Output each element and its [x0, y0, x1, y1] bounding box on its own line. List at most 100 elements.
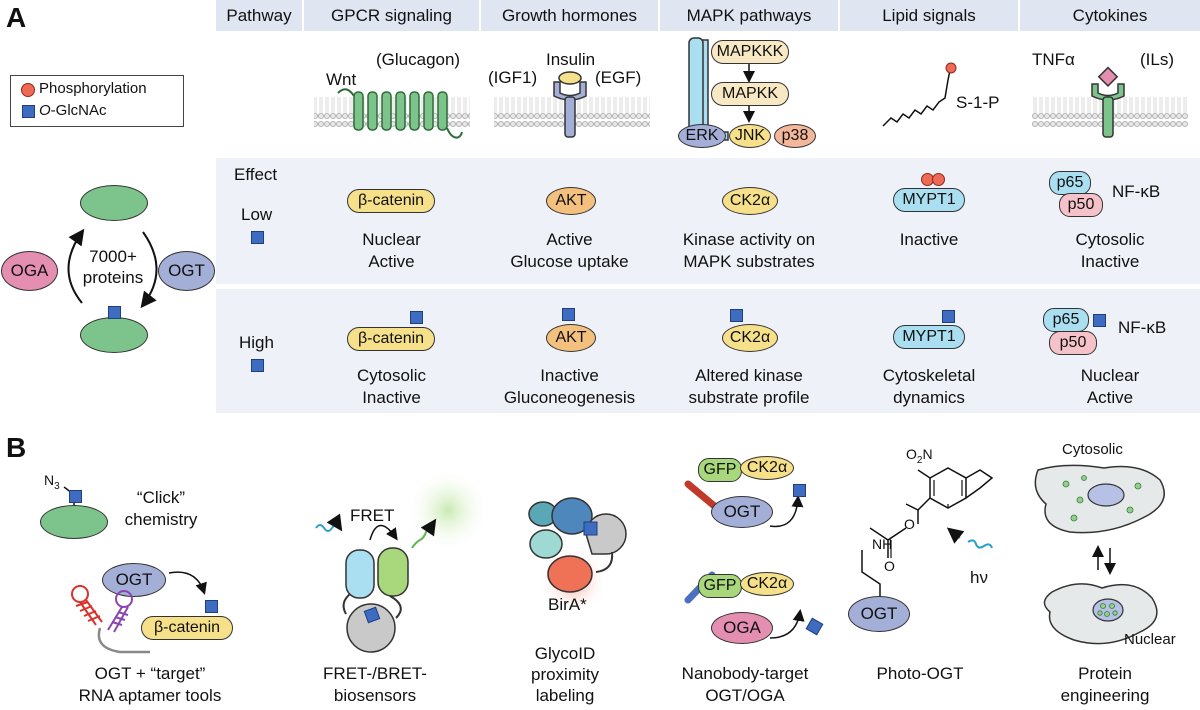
high-growth-line1: Inactive — [540, 366, 599, 385]
high-label: High — [239, 333, 274, 352]
protein-eng-nuclear: Nuclear — [1124, 631, 1176, 648]
low-mypt1: MYPT1 — [893, 188, 965, 212]
high-lipid-line2: dynamics — [893, 388, 965, 407]
low-gpcr-line1: Nuclear — [362, 230, 421, 249]
oga-enzyme: OGA — [1, 251, 58, 291]
legend-phospho-label: Phosphorylation — [39, 80, 147, 97]
protein-eng-cytosolic: Cytosolic — [1062, 441, 1123, 458]
photo-label: Photo-OGT — [876, 664, 964, 683]
click-line1: “Click” — [136, 488, 186, 507]
nanobody-ogt: OGT — [711, 496, 773, 528]
glcnac-icon — [730, 309, 743, 322]
low-p50: p50 — [1059, 193, 1103, 217]
glcnac-icon — [205, 600, 218, 613]
glcnac-icon — [108, 306, 121, 319]
effect-label: Effect — [234, 165, 278, 184]
high-akt: AKT — [546, 324, 596, 352]
glcnac-icon — [562, 308, 575, 321]
azide-label: N3 — [44, 472, 60, 492]
photo-no2: O2N — [906, 446, 933, 466]
nanobody-ck2-2: CK2α — [740, 572, 794, 596]
glcnac-icon — [942, 310, 955, 323]
low-row-background — [216, 158, 1200, 284]
ils-label: (ILs) — [1140, 50, 1174, 69]
glcnac-icon — [251, 359, 264, 372]
high-mapk-line2: substrate profile — [688, 388, 810, 407]
high-gpcr-line2: Inactive — [362, 388, 421, 407]
photo-o1: O — [904, 516, 915, 532]
glcnac-icon — [251, 231, 264, 244]
jnk-pill: JNK — [729, 124, 771, 148]
aptamer-line1: OGT + “target” — [94, 664, 206, 683]
click-line2: chemistry — [124, 510, 198, 529]
glycoid-line2: proximity — [530, 665, 599, 684]
wnt-label: Wnt — [326, 70, 357, 89]
mapkk-pill: MAPKK — [711, 82, 789, 106]
glycoid-line1: GlycoID — [534, 644, 596, 663]
high-growth-line2: Gluconeogenesis — [503, 388, 636, 407]
high-row-background — [216, 289, 1200, 413]
glcnac-icon — [69, 490, 82, 503]
header-mapk: MAPK pathways — [660, 0, 838, 31]
high-lipid-line1: Cytoskeletal — [882, 366, 976, 385]
nanobody-oga: OGA — [711, 612, 773, 644]
phospho-icon — [21, 83, 35, 97]
low-label: Low — [241, 205, 273, 224]
nanobody-line2: OGT/OGA — [705, 686, 785, 705]
high-mypt1: MYPT1 — [893, 325, 965, 349]
legend-glcnac-label: O-GlcNAc — [39, 102, 107, 119]
fret-line1: FRET-/BRET- — [323, 664, 427, 683]
low-gpcr-line2: Active — [368, 252, 415, 271]
ogt-enzyme: OGT — [158, 251, 215, 291]
header-pathway: Pathway — [216, 0, 302, 31]
low-mapk-line1: Kinase activity on — [682, 230, 816, 249]
low-p65: p65 — [1049, 171, 1091, 195]
low-cytokine-line1: Cytosolic — [1075, 230, 1145, 249]
high-cytokine-line1: Nuclear — [1080, 366, 1140, 385]
glycoid-birA: BirA* — [548, 595, 587, 614]
click-protein — [40, 505, 108, 539]
protein-unmodified — [80, 185, 148, 221]
low-growth-line1: Active — [546, 230, 593, 249]
low-beta-catenin: β-catenin — [347, 189, 435, 213]
egf-label: (EGF) — [595, 68, 642, 87]
high-p50: p50 — [1049, 331, 1097, 355]
igf1-label: (IGF1) — [488, 68, 538, 87]
legend: Phosphorylation O-GlcNAc — [10, 75, 184, 127]
low-ck2a: CK2α — [722, 187, 778, 215]
low-growth-line2: Glucose uptake — [510, 252, 629, 271]
protein-eng-line1: Protein — [1078, 664, 1132, 683]
high-nfkb: NF-κB — [1118, 318, 1167, 337]
low-lipid-line1: Inactive — [899, 230, 959, 249]
high-gpcr-line1: Cytosolic — [357, 366, 426, 385]
protein-eng-line2: engineering — [1060, 686, 1150, 705]
photo-hv: hν — [970, 568, 988, 587]
photo-ogt: OGT — [848, 596, 910, 632]
aptamer-target: β-catenin — [141, 616, 233, 640]
glcnac-icon — [22, 105, 35, 118]
glcnac-icon — [793, 484, 806, 497]
header-cytokines: Cytokines — [1020, 0, 1200, 31]
low-cytokine-line2: Inactive — [1080, 252, 1140, 271]
high-mapk-line1: Altered kinase — [695, 366, 803, 385]
p38-pill: p38 — [774, 124, 816, 148]
low-akt: AKT — [546, 187, 596, 215]
header-growth: Growth hormones — [481, 0, 658, 31]
low-nfkb: NF-κB — [1112, 182, 1161, 201]
nanobody-ck2-1: CK2α — [740, 456, 794, 480]
mapkkk-pill: MAPKKK — [711, 40, 789, 64]
photo-o2: O — [884, 558, 895, 574]
s1p-label: S-1-P — [956, 93, 1000, 112]
panel-b-letter: B — [6, 432, 27, 463]
glucagon-label: (Glucagon) — [376, 50, 461, 69]
